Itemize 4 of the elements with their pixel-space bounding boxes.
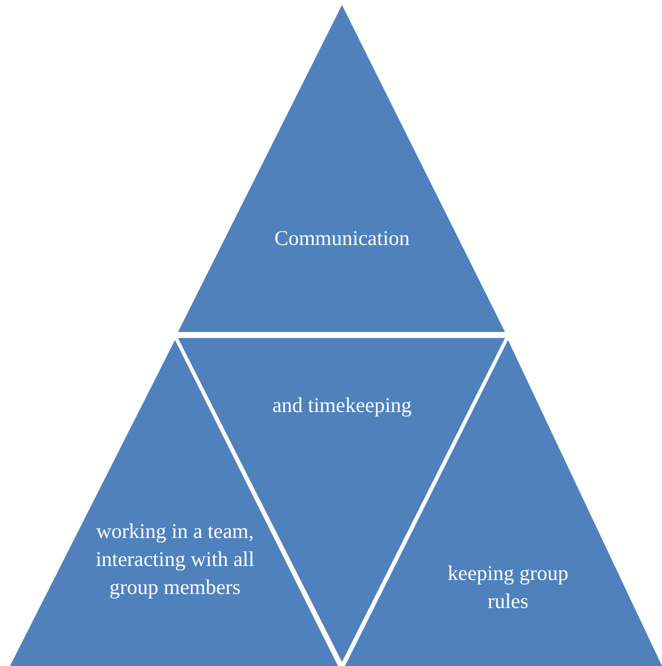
segment-label: Communication xyxy=(273,225,411,252)
segment-label: and timekeeping xyxy=(271,392,413,419)
segment-label: working in a team, interacting with all group members xyxy=(95,518,255,601)
segment-label: keeping group rules xyxy=(446,560,570,615)
